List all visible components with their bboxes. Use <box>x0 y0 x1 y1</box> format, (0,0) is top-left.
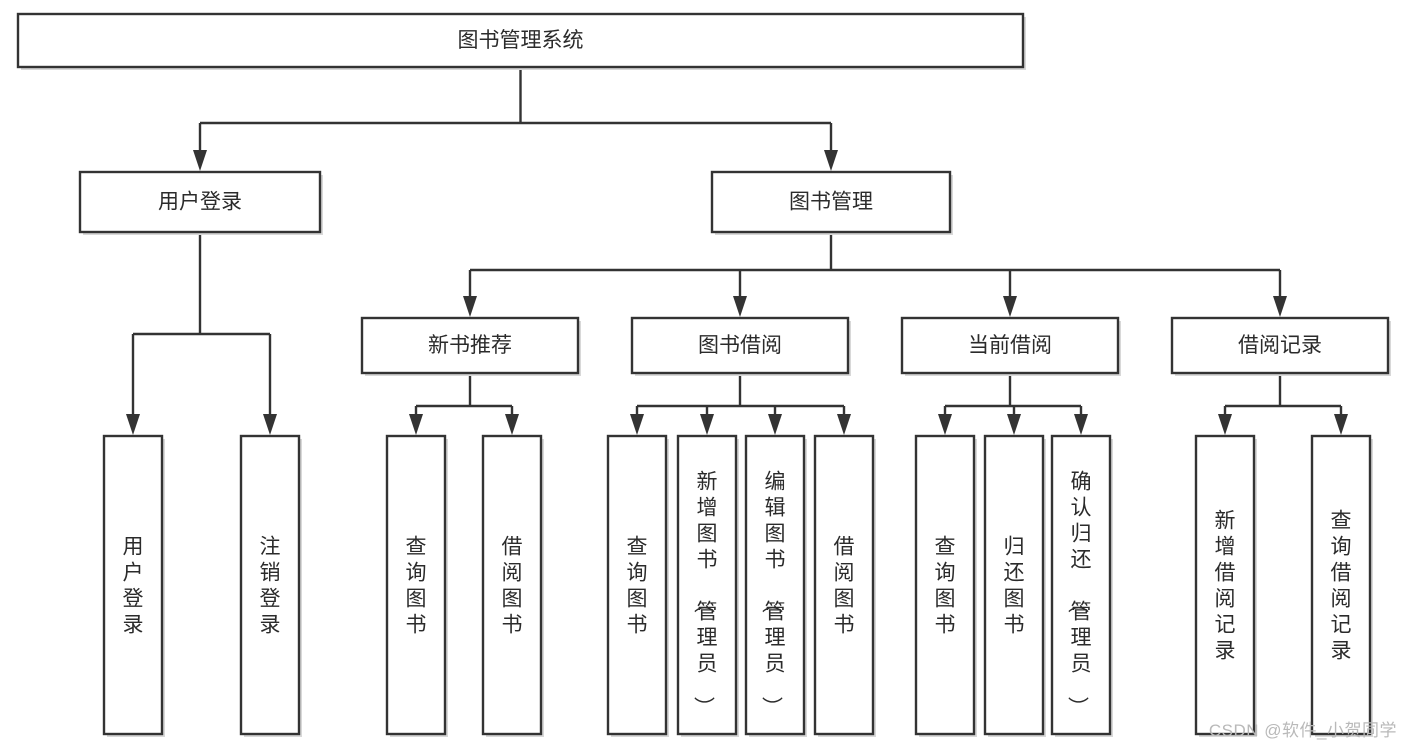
arrow-head-icon <box>505 414 519 435</box>
node-label: 借阅记录 <box>1238 334 1322 357</box>
node-current-borrow[interactable]: 当前借阅 <box>900 316 1121 376</box>
arrow-head-icon <box>837 414 851 435</box>
node-box[interactable] <box>481 434 543 736</box>
node-label: 查询图书 <box>627 535 648 636</box>
node-box[interactable] <box>360 316 580 375</box>
arrow-head-icon <box>1007 414 1021 435</box>
arrow-head-icon <box>768 414 782 435</box>
node-label: 借阅图书 <box>834 535 855 636</box>
connector-group-current-borrow <box>938 373 1088 435</box>
node-leaf-query-record[interactable]: 查询借阅记录 <box>1310 434 1373 737</box>
node-label: 图书管理系统 <box>458 29 584 52</box>
arrow-head-icon <box>1074 414 1088 435</box>
node-box[interactable] <box>385 434 447 736</box>
arrow-head-icon <box>263 414 277 435</box>
arrow-head-icon <box>700 414 714 435</box>
node-label: 查询借阅记录 <box>1331 509 1352 662</box>
node-box[interactable] <box>744 434 806 736</box>
node-leaf-user-login[interactable]: 用户登录 <box>102 434 165 737</box>
node-box[interactable] <box>606 434 668 736</box>
node-borrow-record[interactable]: 借阅记录 <box>1170 316 1391 376</box>
arrow-head-icon <box>409 414 423 435</box>
arrow-head-icon <box>126 414 140 435</box>
node-leaf-query-book-3[interactable]: 查询图书 <box>914 434 977 737</box>
node-box[interactable] <box>1194 434 1256 736</box>
arrow-head-icon <box>193 150 207 171</box>
node-box[interactable] <box>983 434 1045 736</box>
node-box[interactable] <box>78 170 322 234</box>
node-label: 注销登录 <box>260 535 281 636</box>
node-label: 图书管理 <box>789 191 873 214</box>
node-box[interactable] <box>16 12 1025 69</box>
node-leaf-add-book[interactable]: 新增图书（管理员） <box>676 434 739 737</box>
node-box[interactable] <box>676 434 738 736</box>
node-box[interactable] <box>900 316 1120 375</box>
connector-group-borrow-record <box>1218 373 1348 435</box>
node-label: 新增图书（管理员） <box>692 470 718 717</box>
connector-group-book-borrow <box>630 373 851 435</box>
node-label: 用户登录 <box>158 191 242 214</box>
connector-group-user-login <box>126 232 277 435</box>
node-label: 归还图书 <box>1004 535 1025 636</box>
connector-group-root <box>193 67 838 171</box>
arrow-head-icon <box>463 296 477 317</box>
connector-layer <box>126 67 1348 435</box>
node-user-login[interactable]: 用户登录 <box>78 170 323 235</box>
arrow-head-icon <box>1334 414 1348 435</box>
node-label: 图书借阅 <box>698 334 782 357</box>
connector-group-new-book-rec <box>409 373 519 435</box>
node-label: 当前借阅 <box>968 334 1052 357</box>
arrow-head-icon <box>1003 296 1017 317</box>
arrow-head-icon <box>1218 414 1232 435</box>
node-leaf-query-book-2[interactable]: 查询图书 <box>606 434 669 737</box>
node-leaf-query-book-1[interactable]: 查询图书 <box>385 434 448 737</box>
arrow-head-icon <box>630 414 644 435</box>
arrow-head-icon <box>733 296 747 317</box>
arrow-head-icon <box>938 414 952 435</box>
node-layer: 图书管理系统用户登录图书管理新书推荐图书借阅当前借阅借阅记录用户登录注销登录查询… <box>16 12 1391 737</box>
node-label: 用户登录 <box>123 535 144 636</box>
node-box[interactable] <box>710 170 952 234</box>
node-box[interactable] <box>239 434 301 736</box>
node-box[interactable] <box>630 316 850 375</box>
node-label: 编辑图书（管理员） <box>760 470 786 717</box>
node-leaf-add-record[interactable]: 新增借阅记录 <box>1194 434 1257 737</box>
node-box[interactable] <box>1050 434 1112 736</box>
node-leaf-return-book[interactable]: 归还图书 <box>983 434 1046 737</box>
node-label: 借阅图书 <box>502 535 523 636</box>
node-leaf-borrow-book-1[interactable]: 借阅图书 <box>481 434 544 737</box>
node-leaf-borrow-book-2[interactable]: 借阅图书 <box>813 434 876 737</box>
node-leaf-edit-book[interactable]: 编辑图书（管理员） <box>744 434 807 737</box>
node-box[interactable] <box>102 434 164 736</box>
node-box[interactable] <box>1170 316 1390 375</box>
node-new-book-rec[interactable]: 新书推荐 <box>360 316 581 376</box>
node-book-manage[interactable]: 图书管理 <box>710 170 953 235</box>
node-root[interactable]: 图书管理系统 <box>16 12 1026 70</box>
node-leaf-confirm-return[interactable]: 确认归还（管理员） <box>1050 434 1113 737</box>
node-book-borrow[interactable]: 图书借阅 <box>630 316 851 376</box>
node-box[interactable] <box>1310 434 1372 736</box>
node-box[interactable] <box>813 434 875 736</box>
node-label: 新书推荐 <box>428 334 512 357</box>
connector-group-book-manage <box>463 232 1287 317</box>
node-box[interactable] <box>914 434 976 736</box>
arrow-head-icon <box>824 150 838 171</box>
node-leaf-logout[interactable]: 注销登录 <box>239 434 302 737</box>
node-label: 查询图书 <box>935 535 956 636</box>
arrow-head-icon <box>1273 296 1287 317</box>
node-label: 确认归还（管理员） <box>1066 470 1092 717</box>
node-label: 查询图书 <box>406 535 427 636</box>
node-label: 新增借阅记录 <box>1215 509 1236 662</box>
